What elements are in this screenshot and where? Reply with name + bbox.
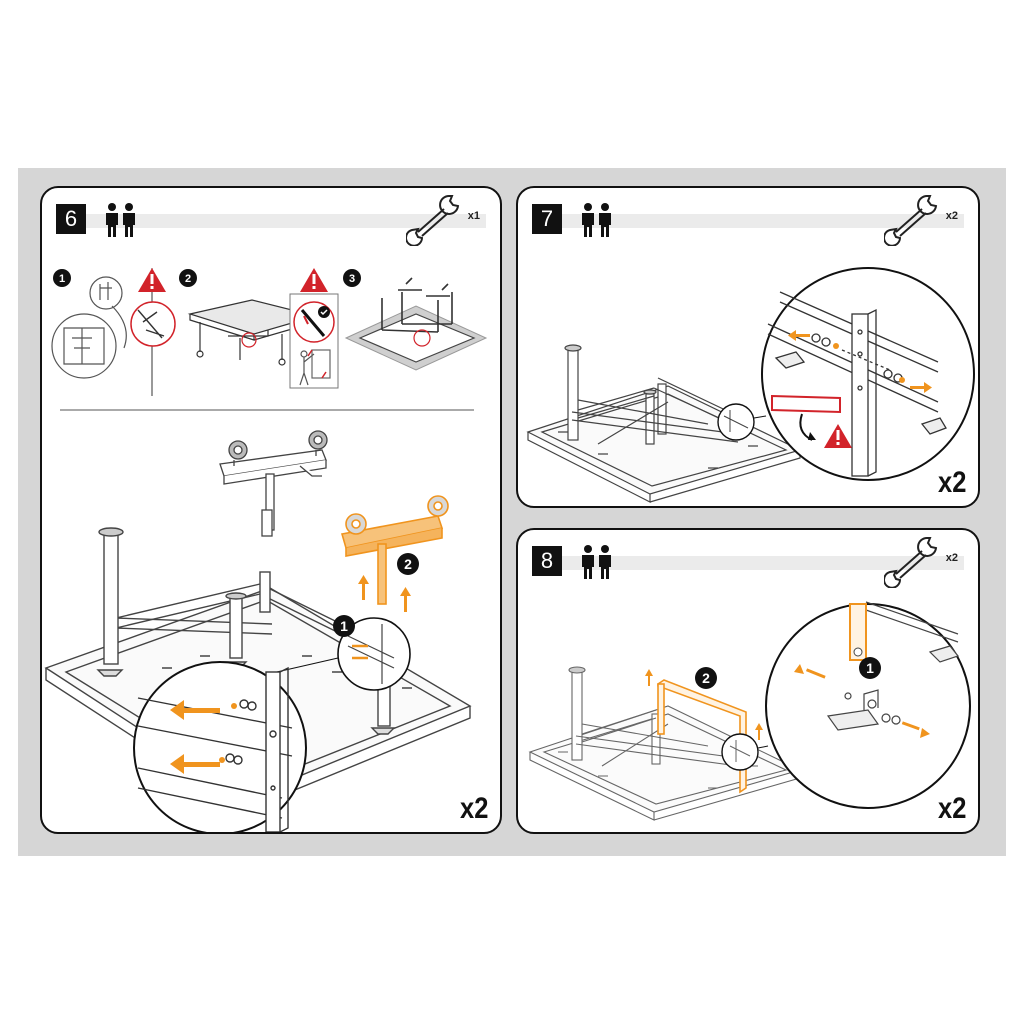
leader-line — [757, 745, 769, 749]
detail-circle-large — [765, 601, 971, 809]
header-band — [536, 556, 964, 570]
table-frame — [526, 344, 802, 503]
callout-label-2: 2 — [702, 670, 710, 686]
step-8-diagram: 2 — [528, 601, 971, 821]
step-8-panel: 8 x2 — [516, 528, 980, 834]
wrench-icon — [884, 536, 938, 588]
callout-label-2: 2 — [404, 556, 412, 572]
detail-circle-large — [761, 267, 975, 481]
highlighted-wheel-bracket — [340, 495, 449, 605]
multiplier-label: x2 — [937, 466, 966, 499]
wrench-icon — [406, 194, 460, 246]
step-6-diagram: 1 2 3 — [44, 268, 488, 832]
highlighted-brace — [657, 679, 747, 794]
callout-label-1: 1 — [866, 660, 874, 676]
step-7-diagram — [526, 267, 975, 503]
warning-icon — [138, 268, 166, 292]
highlighted-brace-end — [849, 603, 867, 661]
step-header: 8 x2 — [518, 536, 978, 588]
substep-1-illustration — [51, 276, 127, 379]
substep-badge-2: 2 — [179, 269, 197, 287]
multiplier-label: x2 — [937, 792, 966, 825]
check-icon — [318, 306, 330, 318]
detail-circle-small-content — [729, 740, 751, 762]
two-persons-icon — [106, 203, 135, 237]
callout-label-1: 1 — [340, 618, 348, 634]
up-arrow — [358, 575, 369, 600]
up-arrow — [755, 723, 763, 740]
warning-detail-1 — [130, 301, 176, 347]
detail-circle-small — [337, 617, 411, 691]
detail-circle-large — [133, 657, 339, 832]
header-band — [536, 214, 964, 228]
step-number: 8 — [532, 546, 562, 576]
up-arrow — [400, 587, 411, 612]
callout-badge-2: 2 — [695, 667, 717, 689]
wrench-count: x2 — [945, 210, 958, 222]
person-lifting — [299, 349, 331, 386]
step-header: 6 x1 — [42, 194, 500, 246]
callout-badge-2: 2 — [397, 553, 419, 575]
callout-badge-1: 1 — [859, 657, 881, 679]
substep-badge-1: 1 — [53, 269, 71, 287]
step-number: 6 — [56, 204, 86, 234]
wrench-count: x2 — [945, 552, 958, 564]
multiplier-label: x2 — [459, 792, 488, 825]
up-arrow — [645, 669, 653, 686]
step-6-panel: 6 x1 1 2 3 — [40, 186, 502, 834]
step-header: 7 x2 — [518, 194, 978, 246]
wheel-bracket — [219, 430, 328, 537]
substep-label-2: 2 — [185, 273, 191, 285]
detail-circle-small-content — [723, 410, 749, 432]
substep-label-3: 3 — [349, 273, 355, 285]
table-frame — [528, 666, 802, 821]
instruction-sheet: 6 x1 1 2 3 — [18, 168, 1006, 856]
wrench-count: x1 — [467, 210, 480, 222]
wrench-icon — [884, 194, 938, 246]
step-number: 7 — [532, 204, 562, 234]
two-persons-icon — [582, 545, 611, 579]
two-persons-icon — [582, 203, 611, 237]
warning-detail-2 — [289, 293, 339, 389]
warning-icon — [824, 424, 852, 448]
callout-badge-1: 1 — [333, 615, 355, 637]
detail-circle-small — [721, 733, 759, 771]
step-7-panel: 7 x2 — [516, 186, 980, 508]
leader-line — [753, 415, 767, 419]
warning-icon — [300, 268, 328, 292]
substep-badge-3: 3 — [343, 269, 361, 287]
header-band — [60, 214, 486, 228]
substep-label-1: 1 — [59, 273, 65, 285]
substep-3-illustration — [344, 277, 488, 371]
